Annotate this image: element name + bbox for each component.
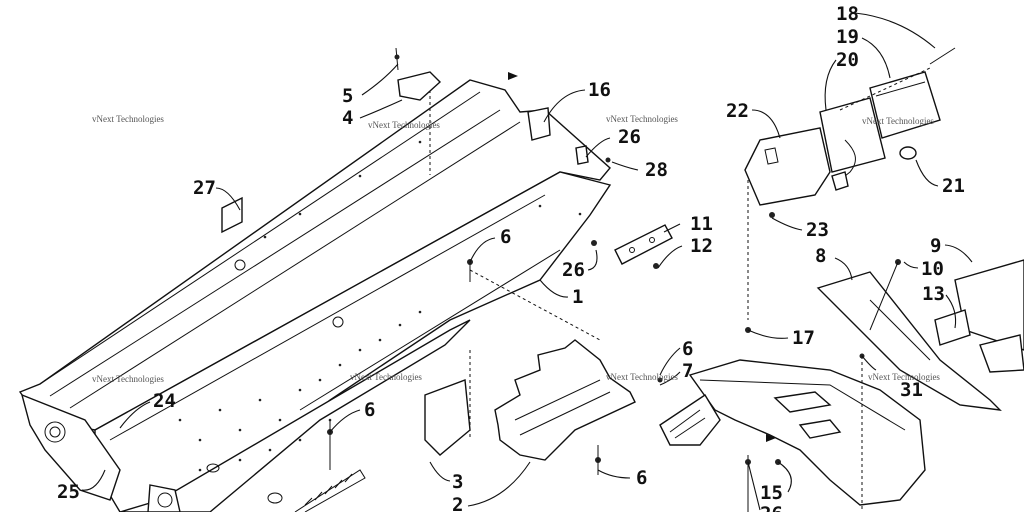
callout-28: 28 xyxy=(645,159,668,181)
hatched-edge xyxy=(294,469,366,512)
callout-11: 11 xyxy=(690,213,713,235)
pad-13 xyxy=(934,309,971,346)
callout-12: 12 xyxy=(690,235,713,257)
bracket-16 xyxy=(527,107,551,141)
fastener-26-top xyxy=(575,145,589,165)
watermark-5: vNext Technologies xyxy=(92,374,164,384)
taillight-group xyxy=(744,47,956,320)
callout-24: 24 xyxy=(153,390,176,412)
watermarks: vNext Technologies vNext Technologies vN… xyxy=(92,114,940,384)
callout-5: 5 xyxy=(342,85,353,107)
callout-6-lower: 6 xyxy=(636,467,647,489)
decal-27 xyxy=(221,196,243,234)
rivet-pattern xyxy=(178,140,582,472)
callout-31: 31 xyxy=(900,379,923,401)
callout-3: 3 xyxy=(452,471,463,493)
callout-26-bottom: 26 xyxy=(760,503,783,512)
arrow-marker-2 xyxy=(766,434,776,442)
callout-9: 9 xyxy=(930,235,941,257)
callout-23: 23 xyxy=(806,219,829,241)
bracket-4-5 xyxy=(394,47,442,101)
callout-22: 22 xyxy=(726,100,749,122)
watermark-1: vNext Technologies xyxy=(92,114,164,124)
callout-20: 20 xyxy=(836,49,859,71)
tunnel-assembly xyxy=(18,79,612,512)
watermark-7: vNext Technologies xyxy=(606,372,678,382)
callout-18: 18 xyxy=(836,3,859,25)
callout-26-top: 26 xyxy=(618,126,641,148)
bumper-pad-8 xyxy=(816,271,1002,411)
callout-17: 17 xyxy=(792,327,815,349)
callout-15: 15 xyxy=(760,482,783,504)
reflector-11 xyxy=(591,224,673,269)
callout-6-right: 6 xyxy=(682,338,693,360)
rear-bumper-7 xyxy=(657,327,926,512)
callout-7: 7 xyxy=(682,360,693,382)
watermark-6: vNext Technologies xyxy=(350,372,422,382)
callout-26-mid: 26 xyxy=(562,259,585,281)
plate-3 xyxy=(424,379,471,456)
callout-13: 13 xyxy=(922,283,945,305)
callout-6-left: 6 xyxy=(364,399,375,421)
callout-19: 19 xyxy=(836,26,859,48)
callout-27: 27 xyxy=(193,177,216,199)
callout-6-upper: 6 xyxy=(500,226,511,248)
callout-25: 25 xyxy=(57,481,80,503)
callout-2: 2 xyxy=(452,494,463,512)
watermark-4: vNext Technologies xyxy=(862,116,934,126)
callout-16: 16 xyxy=(588,79,611,101)
watermark-2: vNext Technologies xyxy=(368,120,440,130)
callout-10: 10 xyxy=(921,258,944,280)
flap-2 xyxy=(494,339,636,461)
callout-21: 21 xyxy=(942,175,965,197)
leader-lines xyxy=(81,12,973,511)
pad-13b xyxy=(979,334,1024,373)
watermark-3: vNext Technologies xyxy=(606,114,678,124)
callout-labels: 5 4 16 26 28 27 11 12 6 26 1 6 6 24 25 3… xyxy=(57,3,965,512)
arrow-marker xyxy=(508,72,518,80)
watermark-8: vNext Technologies xyxy=(868,372,940,382)
callout-1: 1 xyxy=(572,286,583,308)
callout-4: 4 xyxy=(342,107,353,129)
callout-8: 8 xyxy=(815,245,826,267)
